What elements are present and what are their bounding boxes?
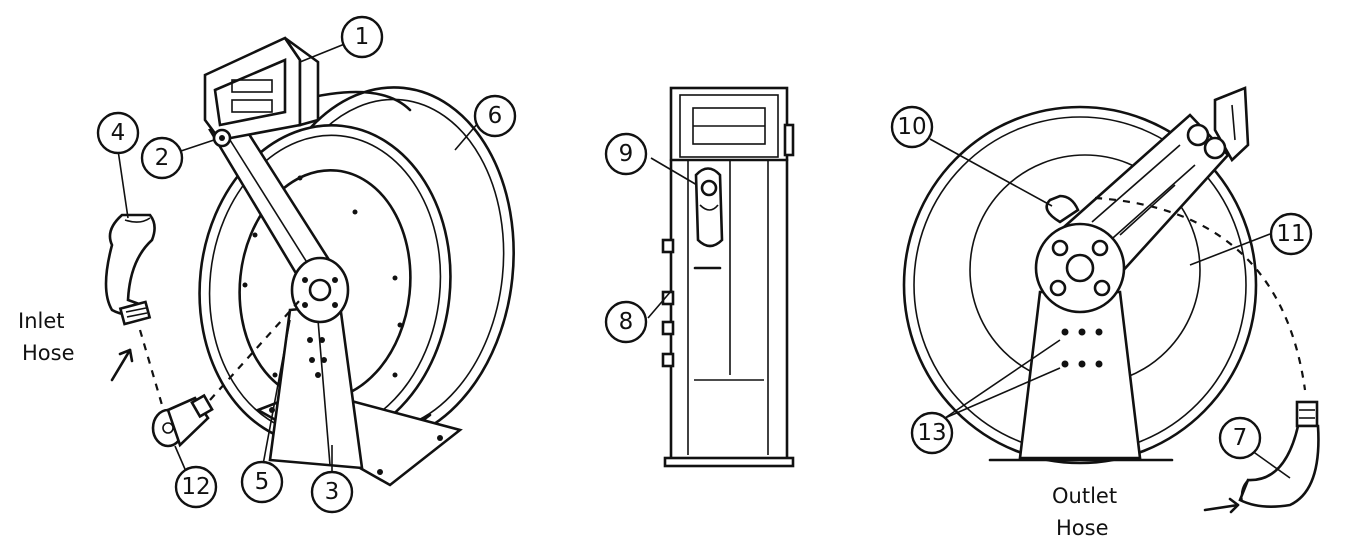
middle-reel-view [647,86,795,468]
outlet-label-line2: Hose [1056,516,1109,540]
svg-text:7: 7 [1233,425,1248,451]
svg-text:3: 3 [325,479,340,505]
svg-text:11: 11 [1276,221,1305,247]
svg-text:13: 13 [917,420,946,446]
svg-text:12: 12 [181,474,210,500]
callout-9: 9 [604,132,648,176]
callout-8: 8 [604,300,648,344]
svg-text:9: 9 [619,141,634,167]
svg-text:8: 8 [619,309,634,335]
callout-7: 7 [1218,416,1262,460]
callout-13: 13 [910,411,954,455]
svg-text:10: 10 [897,114,926,140]
callout-4: 4 [96,111,140,155]
callout-6: 6 [473,94,517,138]
callout-11: 11 [1269,212,1313,256]
outlet-label-line1: Outlet [1052,484,1117,508]
callout-3: 3 [310,470,354,514]
right-reel-view [902,86,1320,514]
inlet-label-line1: Inlet [18,309,65,333]
svg-text:2: 2 [155,145,170,171]
svg-text:6: 6 [488,103,503,129]
inlet-label-line2: Hose [22,341,75,365]
left-reel-view [104,36,515,487]
callout-1: 1 [340,15,384,59]
callout-2: 2 [140,136,184,180]
callout-10: 10 [890,105,934,149]
svg-text:5: 5 [255,469,270,495]
svg-text:1: 1 [355,24,370,50]
svg-text:4: 4 [111,120,126,146]
callout-5: 5 [240,460,284,504]
callout-12: 12 [174,465,218,509]
